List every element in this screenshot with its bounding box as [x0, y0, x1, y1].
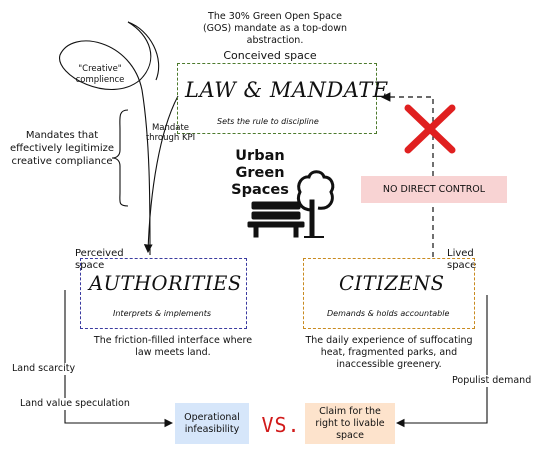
no-direct-control-badge: NO DIRECT CONTROL: [361, 176, 507, 203]
conceived-space-label: Conceived space: [223, 49, 317, 62]
citizens-title: CITIZENS: [339, 272, 445, 295]
right-flow-line: [395, 295, 488, 428]
law-mandate-box: [177, 63, 377, 134]
perceived-space-label: Perceived space: [75, 248, 124, 271]
urban-green-spaces-title: Urban Green Spaces: [231, 148, 289, 198]
creative-compliance-label: "Creative" complience: [75, 64, 125, 85]
citizens-box: [303, 258, 475, 329]
red-x-icon: [404, 104, 456, 154]
populist-demand-label: Populist demand: [452, 375, 540, 387]
claim-right-box: Claim for the right to livable space: [305, 403, 395, 444]
citizens-note: The daily experience of suffocating heat…: [305, 335, 473, 370]
park-bench-tree-icon: [247, 170, 335, 238]
operational-infeasibility-box: Operational infeasibility: [175, 403, 249, 444]
authorities-title: AUTHORITIES: [89, 272, 242, 295]
authorities-subtitle: Interprets & implements: [113, 309, 212, 318]
land-speculation-label: Land value speculation: [20, 398, 150, 410]
mandate-kpi-label: Mandate through KPI: [145, 123, 196, 143]
left-flow-line: [64, 290, 174, 428]
mandate-arrow: [143, 95, 179, 254]
law-title: LAW & MANDATE: [185, 78, 389, 102]
brace-label: Mandates that effectively legitimize cre…: [9, 130, 114, 167]
law-subtitle: Sets the rule to discipline: [217, 117, 319, 126]
authorities-note: The friction-filled interface where law …: [93, 335, 253, 358]
lived-space-label: Lived space: [447, 248, 477, 271]
curly-brace: [111, 109, 129, 207]
land-scarcity-label: Land scarcity: [12, 363, 112, 375]
dashed-control-arrow: [380, 92, 434, 257]
top-note: The 30% Green Open Space (GOS) mandate a…: [202, 11, 348, 46]
citizens-subtitle: Demands & holds accountable: [327, 309, 450, 318]
versus-label: VS.: [261, 413, 301, 437]
creative-loop-arrow: [59, 21, 160, 256]
authorities-box: [80, 258, 247, 329]
